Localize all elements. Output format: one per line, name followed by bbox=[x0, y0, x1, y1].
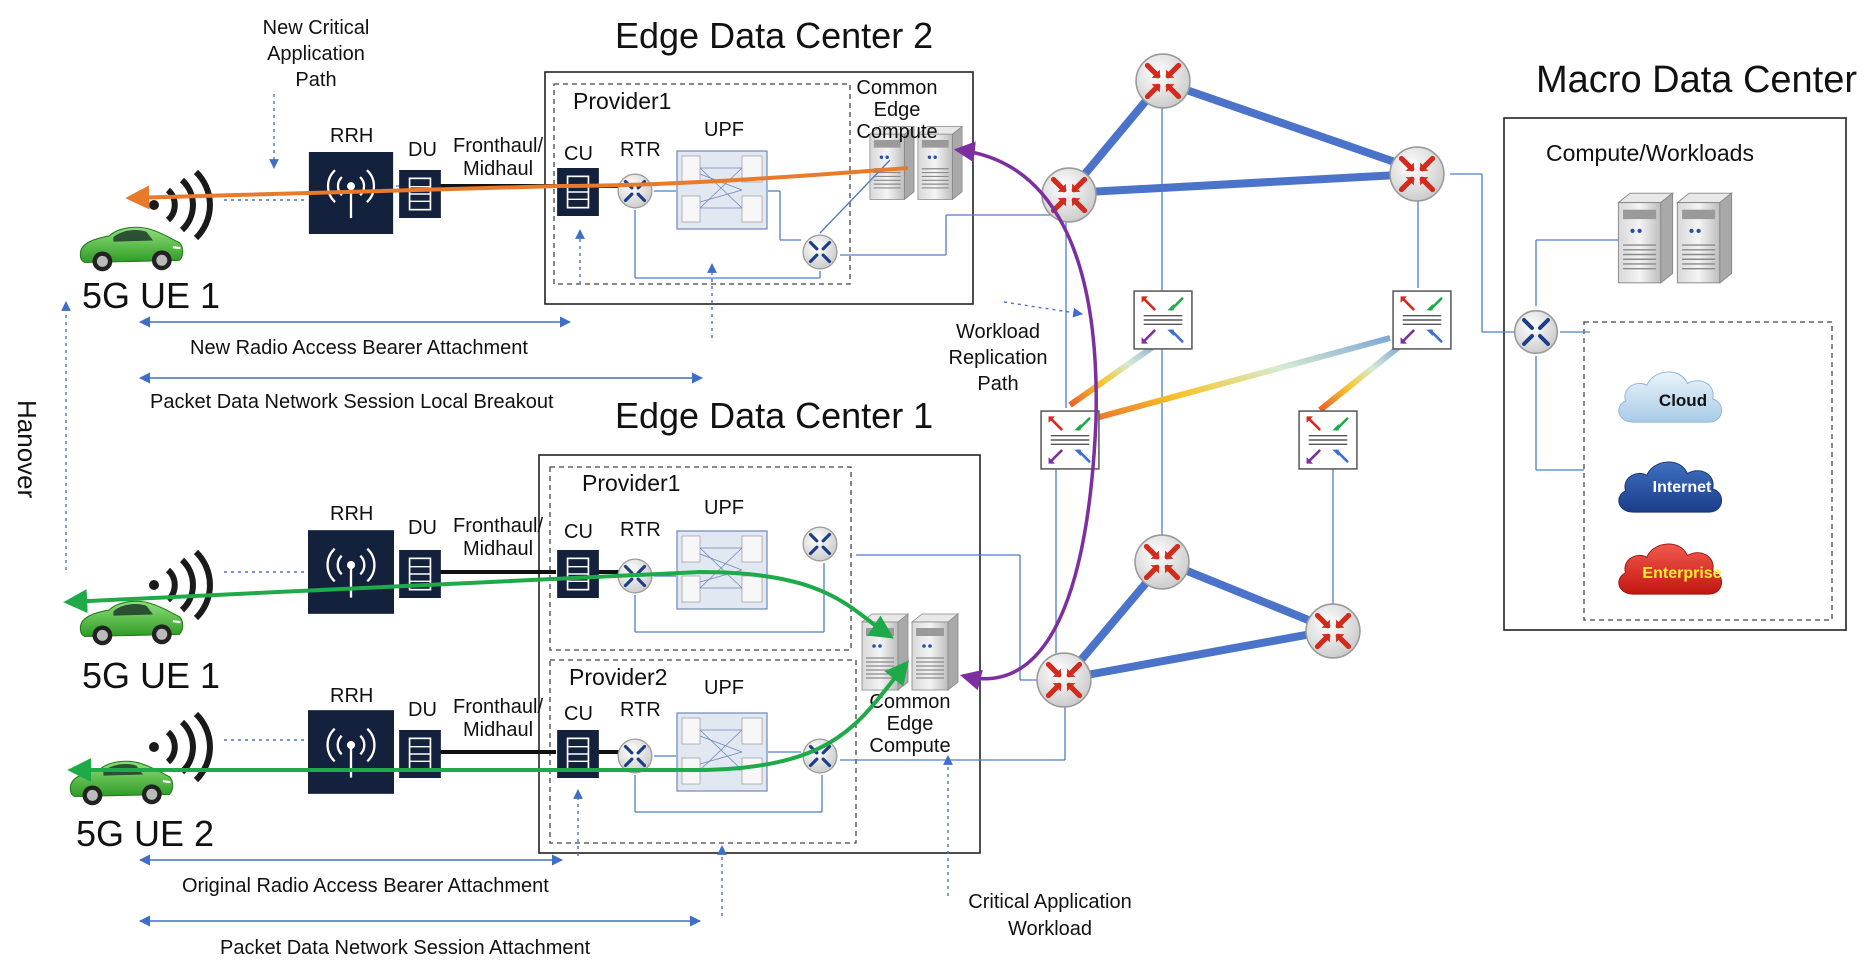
original-path-ue1 bbox=[63, 569, 895, 639]
upf-icon bbox=[676, 712, 768, 792]
antenna-icon bbox=[149, 172, 210, 238]
rtr-label: RTR bbox=[620, 139, 661, 161]
macro-dc-title: Macro Data Center bbox=[1536, 59, 1857, 101]
router-icon bbox=[1306, 604, 1360, 658]
workload-replication-label: Path bbox=[977, 373, 1018, 395]
rtr-icon bbox=[616, 737, 654, 775]
hanover-label: Hanover bbox=[12, 400, 42, 499]
bearer-arrows bbox=[138, 229, 727, 927]
rtr-icon bbox=[1512, 308, 1560, 356]
dc1-provider1-label: Provider1 bbox=[582, 470, 680, 496]
backbone-links bbox=[1061, 80, 1422, 683]
router-icon bbox=[1390, 147, 1444, 201]
du-icon bbox=[398, 550, 442, 598]
midhaul-label: Midhaul bbox=[463, 538, 533, 560]
switch-icon bbox=[1040, 410, 1100, 470]
cu-label: CU bbox=[564, 521, 593, 543]
upf-icon bbox=[676, 530, 768, 610]
midhaul-label: Midhaul bbox=[463, 158, 533, 180]
rtr-icon bbox=[801, 233, 839, 271]
replication-links bbox=[1068, 315, 1402, 441]
ue-label-middle: 5G UE 1 bbox=[82, 655, 220, 696]
fronthaul-label: Fronthaul/ bbox=[453, 135, 543, 157]
du-label: DU bbox=[408, 517, 437, 539]
original-path-ue2 bbox=[67, 660, 910, 782]
common-edge-compute-label: Edge bbox=[887, 713, 934, 735]
car-icon bbox=[79, 226, 184, 273]
rtr-icon bbox=[801, 525, 839, 563]
cu-icon bbox=[556, 168, 600, 216]
common-edge-compute-label: Compute bbox=[869, 735, 950, 757]
enterprise-cloud-icon: Enterprise bbox=[1618, 543, 1723, 595]
macro-cloud-group-box bbox=[1583, 321, 1833, 621]
new-rab-label: New Radio Access Bearer Attachment bbox=[190, 337, 528, 359]
edge-dc-1-title: Edge Data Center 1 bbox=[615, 395, 933, 436]
upf-label: UPF bbox=[704, 119, 744, 141]
orig-rab-label: Original Radio Access Bearer Attachment bbox=[182, 875, 549, 897]
cu-label: CU bbox=[564, 143, 593, 165]
rrh-icon bbox=[308, 530, 394, 614]
ue-label-bottom: 5G UE 2 bbox=[76, 813, 214, 854]
common-edge-compute-label: Edge bbox=[874, 99, 921, 121]
workload-replication-path bbox=[953, 141, 1098, 691]
workload-replication-label: Workload bbox=[956, 321, 1040, 343]
car-icon bbox=[79, 600, 184, 647]
edge-dc-1-provider1-box bbox=[549, 466, 852, 651]
internet-cloud-icon: Internet bbox=[1618, 461, 1723, 513]
router-icon bbox=[1136, 54, 1190, 108]
rtr-label: RTR bbox=[620, 699, 661, 721]
dc1-provider2-label: Provider2 bbox=[569, 664, 667, 690]
car-icon bbox=[69, 760, 174, 807]
ue-label-top: 5G UE 1 bbox=[82, 275, 220, 316]
router-icon bbox=[1042, 168, 1096, 222]
rtr-icon bbox=[616, 172, 654, 210]
rrh-icon bbox=[308, 710, 394, 794]
workload-replication-label: Replication bbox=[949, 347, 1048, 369]
rtr-label: RTR bbox=[620, 519, 661, 541]
rrh-label: RRH bbox=[330, 125, 373, 147]
ran-row-bottom: RRH DU Fronthaul/ Midhaul CU RTR UPF bbox=[224, 677, 839, 813]
pdn-attach-label: Packet Data Network Session Attachment bbox=[220, 937, 591, 959]
cloud-label: Cloud bbox=[1659, 391, 1707, 410]
macro-dc-box bbox=[1503, 117, 1847, 631]
du-label: DU bbox=[408, 699, 437, 721]
edge-dc-2-title: Edge Data Center 2 bbox=[615, 15, 933, 56]
router-icon bbox=[1135, 535, 1189, 589]
upf-icon bbox=[676, 150, 768, 230]
upf-label: UPF bbox=[704, 497, 744, 519]
fronthaul-label: Fronthaul/ bbox=[453, 696, 543, 718]
upf-label: UPF bbox=[704, 677, 744, 699]
server-icon bbox=[1617, 192, 1733, 284]
new-critical-path-label: New Critical bbox=[263, 17, 370, 39]
cu-label: CU bbox=[564, 703, 593, 725]
critical-app-workload-label: Critical Application bbox=[968, 891, 1131, 913]
router-icon bbox=[1037, 653, 1091, 707]
fronthaul-label: Fronthaul/ bbox=[453, 515, 543, 537]
critical-app-workload-label: Workload bbox=[1008, 918, 1092, 940]
switch-icon bbox=[1298, 410, 1358, 470]
cloud-icon: Cloud bbox=[1618, 371, 1723, 423]
rrh-label: RRH bbox=[330, 685, 373, 707]
pdn-local-breakout-label: Packet Data Network Session Local Breako… bbox=[150, 391, 554, 413]
compute-workloads-label: Compute/Workloads bbox=[1546, 140, 1754, 166]
du-icon bbox=[398, 170, 442, 218]
ran-row-middle: RRH DU Fronthaul/ Midhaul CU RTR UPF bbox=[224, 497, 839, 633]
cu-icon bbox=[556, 550, 600, 598]
midhaul-label: Midhaul bbox=[463, 719, 533, 741]
new-critical-path-label: Path bbox=[295, 69, 336, 91]
common-edge-compute-label: Common bbox=[856, 77, 937, 99]
dc2-provider1-label: Provider1 bbox=[573, 88, 671, 114]
new-critical-application-path bbox=[125, 166, 909, 210]
rtr-icon bbox=[801, 737, 839, 775]
du-label: DU bbox=[408, 139, 437, 161]
rrh-label: RRH bbox=[330, 503, 373, 525]
switch-icon bbox=[1392, 290, 1452, 350]
internet-label: Internet bbox=[1653, 479, 1712, 496]
switch-icon bbox=[1133, 290, 1193, 350]
new-critical-path-label: Application bbox=[267, 43, 365, 65]
common-edge-compute-label: Compute bbox=[856, 121, 937, 143]
enterprise-label: Enterprise bbox=[1642, 565, 1721, 582]
